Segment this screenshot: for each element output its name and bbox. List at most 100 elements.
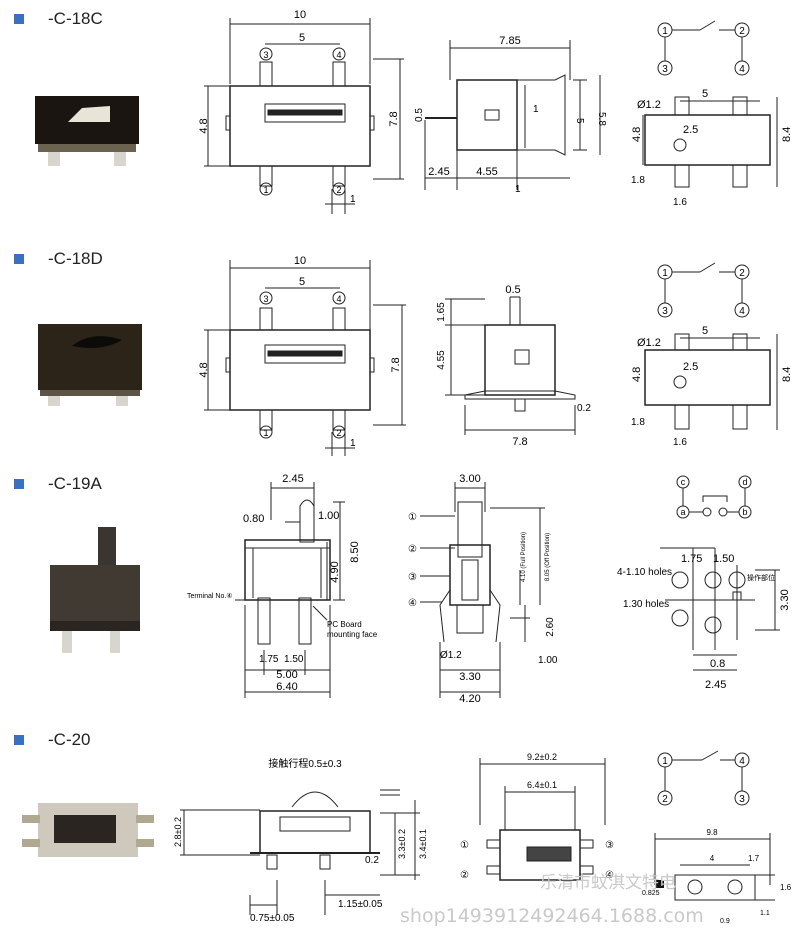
top-view-drawing: 9.2±0.2 6.4±0.1 ① ② ③ ④ [460,752,614,881]
dim-b: 1.6 [780,883,792,892]
dim-e: 4.90 [329,561,341,582]
side-view-drawing: 7.85 0.5 2.45 4.55 1 1 5 5.8 [414,35,607,195]
dim-a: 2.45 [282,473,303,485]
dim-b: 3.4±0.1 [418,829,428,859]
side-view-drawing: 0.5 1.65 4.55 0.2 7.8 [436,284,591,448]
top-view-drawing: 10 5 3 4 1 2 4.8 7.8 1 [198,9,404,214]
pcb-spacing-1: 1.8 [631,417,645,428]
pcb-pitch: 5 [702,88,708,100]
dim-pitch: 6.4±0.1 [527,780,557,790]
pin-label-4: 4 [336,294,341,304]
travel-label: 接触行程0.5±0.3 [268,757,342,770]
callout-2: ② [460,870,469,881]
product-row-c20: -C-20 接触行程0.5±0.3 2.8±0.2 0.2 3.3±0.2 3.… [0,725,800,945]
pcb-pin-3: 3 [662,64,668,75]
side-view-drawing: 3.00 ① ② ③ ④ 4.10 (Full Position) 8.05 (… [408,473,558,705]
callout-3: ③ [408,572,417,583]
dim-d: 0.9 [720,918,730,925]
dim-d: 4.20 [459,693,480,705]
model-label: -C-18D [48,249,103,268]
model-label: -C-18C [48,9,103,28]
pcb-label-1: PC Board [327,620,362,629]
dim-thick: 0.2 [577,403,591,414]
pcb-pitch: 5 [702,325,708,337]
pcb-pin-1: 1 [662,756,668,767]
dim-gap: 1 [533,104,539,115]
model-label: -C-19A [48,474,102,493]
dim-y: 3.30 [779,589,791,610]
bullet-icon [14,14,24,24]
holes-label-2: 1.30 holes [623,599,669,610]
dim-x1: 1.75 [681,553,702,565]
pcb-pin-1: 1 [662,26,668,37]
product-photo [22,803,154,857]
dim-height: 2.8±0.2 [173,817,183,847]
pcb-pin-1: 1 [662,268,668,279]
dim-d: 8.50 [349,541,361,562]
dim-bottom: 1 [350,438,356,449]
dim-full-position: 4.10 (Full Position) [521,532,527,582]
pcb-layout-drawing: 1 4 2 3 9.8 4 1.7 1.6 0.825 0.9 1.1 [642,750,792,925]
bullet-icon [14,254,24,264]
dim-height: 4.8 [198,118,210,133]
bullet-icon [14,479,24,489]
callout-2: ② [408,544,417,555]
pin-c: c [681,477,686,487]
pcb-pin-4: 4 [739,756,745,767]
pcb-height-total: 8.4 [781,367,793,382]
dim-bottom: 1 [350,194,356,205]
dim-c: 0.825 [642,890,660,897]
dim-b: 1.00 [538,655,558,666]
dim-x2: 1.50 [713,553,734,565]
top-view-drawing: 10 5 3 4 1 2 4.8 7.8 1 [198,255,406,456]
pin-label-2: 2 [336,185,341,195]
dim-body: 4.55 [476,166,497,178]
pcb-pin-2: 2 [662,794,668,805]
pcb-layout-drawing: c d a b 4-1.10 holes 1.30 holes 1.75 1.5… [617,475,791,691]
terminal-label: Terminal No.④ [187,592,233,600]
pin-label-4: 4 [336,50,341,60]
dim-h: 5.00 [276,669,297,681]
dim-height: 4.8 [198,362,210,377]
pcb-pin-2: 2 [739,26,745,37]
dim-d: 1.15±0.05 [338,899,383,910]
model-label: -C-20 [48,730,91,749]
dim-a: 3.3±0.2 [397,829,407,859]
pcb-offset: 2.5 [683,361,698,373]
dim-length: 7.8 [512,436,527,448]
pcb-pin-4: 4 [739,306,745,317]
pin-label-3: 3 [263,294,268,304]
dim-plunger: 0.5 [505,284,520,296]
dim-c: 3.30 [459,671,480,683]
dim-a: 1.7 [748,854,760,863]
pin-a: a [680,507,685,517]
product-row-c18d: -C-18D 10 5 3 4 1 2 4.8 7.8 1 [0,245,800,465]
dim-b: 0.80 [243,513,264,525]
dim-width: 9.2±0.2 [527,752,557,762]
watermark-line-1: 乐清市蚊淇文特电 [540,873,676,893]
pcb-offset: 2.5 [683,124,698,136]
dim-outer: 5.8 [596,112,607,126]
pin-label-2: 2 [336,428,341,438]
product-row-c19a: -C-19A 2.45 0.80 1.00 8.50 4.90 Termina [0,470,800,720]
front-view-drawing: 2.45 0.80 1.00 8.50 4.90 Terminal No.④ P… [187,473,378,698]
product-photo [50,527,140,653]
dim-gap: 0.2 [365,855,379,866]
dim-width: 10 [294,255,306,267]
dim-body: 4.55 [436,350,447,370]
operation-label: 操作部位 [747,573,775,582]
pcb-hole: Ø1.2 [637,337,661,349]
pin-label-1: 1 [263,428,268,438]
dim-c: 1.00 [318,510,339,522]
dim-width: 9.8 [706,828,718,837]
dim-height-total: 7.8 [390,357,402,372]
pcb-height-total: 8.4 [781,127,793,142]
dim-hole: Ø1.2 [440,650,462,661]
pin-b: b [742,507,747,517]
dim-height-total: 7.8 [388,111,400,126]
pcb-layout-drawing: 1 2 3 4 5 Ø1.2 2.5 4.8 8.4 1.8 1.6 [631,262,793,448]
dim-offset: 2.45 [428,166,449,178]
callout-3: ③ [605,840,614,851]
dim-i: 6.40 [276,681,297,693]
holes-label-1: 4-1.10 holes [617,567,672,578]
